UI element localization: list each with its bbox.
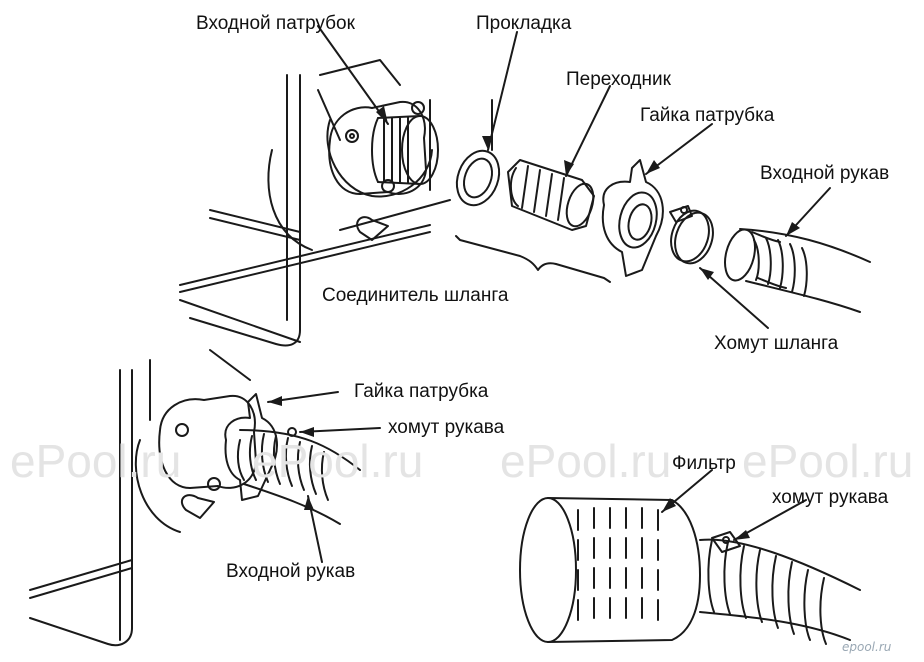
filter-slots [577, 507, 659, 621]
site-logo: epool.ru [842, 640, 892, 654]
watermark: ePool.ru [742, 435, 914, 487]
gasket [455, 149, 501, 207]
label-filter: Фильтр [672, 453, 736, 474]
label-inlet-pipe: Входной патрубок [196, 13, 355, 34]
inlet-hose-bottom [699, 538, 861, 645]
arrowheads-mid [268, 396, 314, 510]
label-hose-clamp: Хомут шланга [714, 333, 839, 354]
sleeve-clamp-bottom [711, 531, 741, 553]
label-inlet-hose-mid: Входной рукав [226, 561, 356, 582]
label-gasket: Прокладка [476, 13, 572, 34]
label-pipe-nut-mid: Гайка патрубка [354, 381, 489, 402]
filter [519, 497, 701, 643]
adapter [507, 159, 595, 231]
flange-mid [158, 394, 257, 491]
label-hose-connector: Соединитель шланга [322, 285, 509, 306]
label-sleeve-clamp-bottom: хомут рукава [772, 487, 889, 508]
watermark: ePool.ru [500, 435, 672, 487]
pump-body-mid [29, 349, 251, 647]
leader-lines-top [317, 25, 831, 329]
pipe-nut-top [601, 159, 664, 277]
arrowheads-top [376, 106, 800, 280]
watermark: ePool.ru [252, 435, 424, 487]
hose-connector-bracket [455, 235, 611, 283]
inlet-pipe-top [371, 115, 439, 185]
label-inlet-hose-top: Входной рукав [760, 163, 890, 184]
hose-clamp [669, 205, 714, 265]
label-adapter: Переходник [566, 69, 671, 90]
arrowheads-bottom [662, 498, 750, 540]
watermark: ePool.ru [10, 435, 182, 487]
label-pipe-nut-top: Гайка патрубка [640, 105, 775, 126]
flange-top [328, 100, 427, 241]
inlet-hose-mid [236, 427, 361, 525]
label-sleeve-clamp-mid: хомут рукава [388, 417, 505, 438]
inlet-hose-top [724, 228, 871, 313]
